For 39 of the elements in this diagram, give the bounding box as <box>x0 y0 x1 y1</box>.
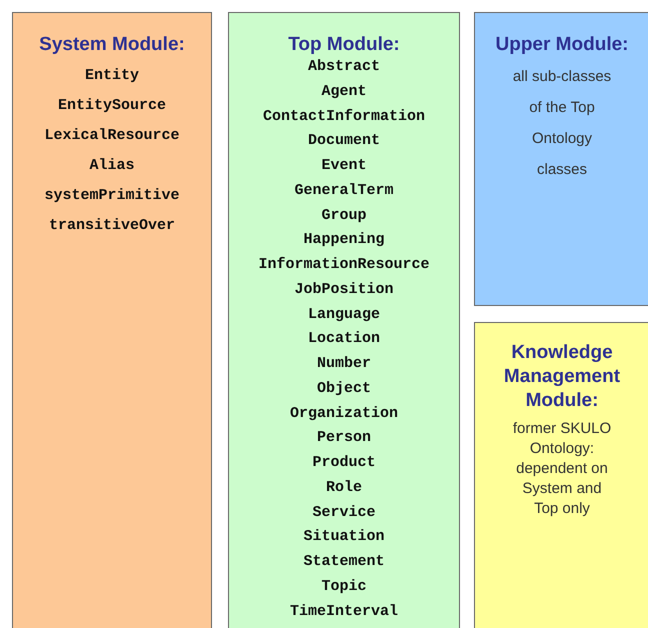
class-name: Document <box>308 131 380 152</box>
module-panel <box>228 12 460 628</box>
class-name: Product <box>312 453 376 473</box>
class-name: Alias <box>89 156 134 176</box>
panel-heading: Knowledge Management Module: <box>502 341 622 413</box>
class-name: Object <box>316 378 371 399</box>
panel-heading: Upper Module: <box>494 33 630 57</box>
panel-heading: Top Module: <box>287 33 401 57</box>
module-panel <box>474 322 648 628</box>
class-name: Abstract <box>308 57 380 77</box>
class-name: LexicalResource <box>44 126 180 146</box>
class-name: Happening <box>303 230 384 250</box>
class-name: JobPosition <box>294 280 394 300</box>
class-name: Event <box>321 156 366 176</box>
class-name: Topic <box>321 576 366 597</box>
class-name: systemPrimitive <box>44 186 180 206</box>
class-name: Number <box>316 354 371 374</box>
class-name: EntitySource <box>58 96 166 116</box>
class-name: InformationResource <box>258 255 430 275</box>
module-panel <box>12 12 212 628</box>
class-name: Agent <box>321 82 366 102</box>
class-name: Organization <box>290 404 398 424</box>
class-name: Situation <box>303 527 384 548</box>
module-description: former SKULO Ontology: dependent on System and Top only <box>512 419 612 519</box>
module-panel <box>474 12 648 306</box>
class-name: Group <box>321 206 366 226</box>
class-name: Person <box>316 428 371 448</box>
class-name: transitiveOver <box>48 216 176 236</box>
class-name: Location <box>308 329 380 350</box>
module-description: all sub-classes of the Top Ontology classes <box>512 67 612 180</box>
class-name: Role <box>326 478 362 498</box>
class-name: TimeInterval <box>290 602 398 622</box>
class-name: Entity <box>84 66 139 86</box>
class-name: Statement <box>303 552 384 572</box>
class-name: GeneralTerm <box>294 180 394 201</box>
class-name: Language <box>308 304 380 324</box>
class-name: Service <box>312 502 376 522</box>
panel-heading: System Module: <box>38 33 186 57</box>
class-name: ContactInformation <box>262 106 426 126</box>
